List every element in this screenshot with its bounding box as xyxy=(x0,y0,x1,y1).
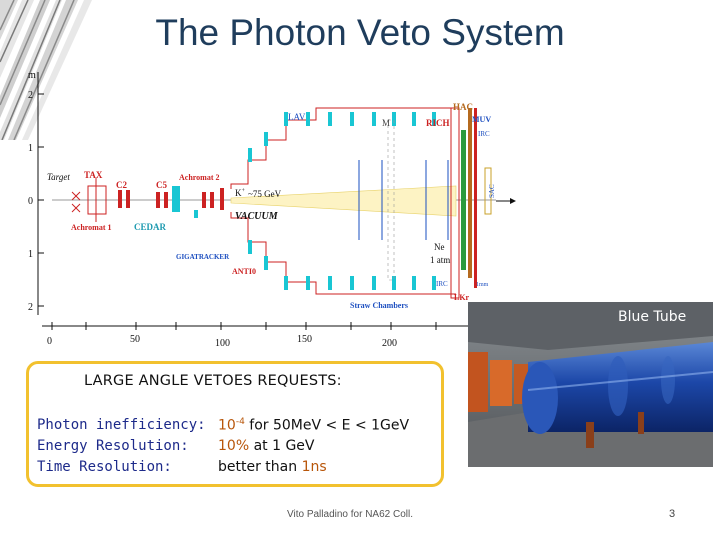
request-value: better than 1ns xyxy=(218,459,327,475)
tax-collimator xyxy=(87,178,107,222)
hac-calorimeter xyxy=(468,108,472,278)
label-achromat1: Achromat 1 xyxy=(71,223,112,232)
label-atm: 1 atm xyxy=(430,255,450,265)
x-tick-label: 50 xyxy=(130,334,140,345)
gigatracker-detector xyxy=(194,210,198,218)
label-c5: C5 xyxy=(156,180,167,190)
beam-envelope xyxy=(230,185,457,217)
request-value: 10-4 for 50MeV < E < 1GeV xyxy=(218,417,410,434)
achromat2-magnets xyxy=(202,188,224,210)
y-tick-label: 1 xyxy=(28,143,33,154)
label-hac: HAC xyxy=(453,102,473,112)
decay-volume-bottom xyxy=(230,212,456,295)
slide-title: The Photon Veto System xyxy=(155,12,565,53)
label-rich: RICH xyxy=(426,118,450,128)
lav-stations-top xyxy=(248,112,436,162)
label-anti0: ANTI0 xyxy=(232,267,256,276)
footer-author: Vito Palladino for NA62 Coll. xyxy=(287,509,413,520)
request-value: 10% at 1 GeV xyxy=(218,438,315,454)
label-irc-lower: IRC xyxy=(436,280,448,288)
tunnel-illustration xyxy=(468,302,713,467)
request-label: Photon inefficiency: xyxy=(37,417,206,433)
label-achromat2: Achromat 2 xyxy=(179,173,220,182)
page-number: 3 xyxy=(668,508,676,520)
label-irc: IRC xyxy=(478,130,490,138)
label-sac: SAC xyxy=(488,184,496,198)
y-tick-label: 2 xyxy=(28,302,33,313)
y-tick-label: 0 xyxy=(28,196,33,207)
decay-volume-top xyxy=(230,107,456,189)
request-label: Energy Resolution: xyxy=(37,438,189,454)
sac-detector xyxy=(484,167,492,215)
label-beam-energy: ~75 GeV xyxy=(248,189,282,199)
lav-requests-box: LARGE ANGLE VETOES REQUESTS: Photon inef… xyxy=(26,361,444,487)
x-tick-label: 100 xyxy=(215,338,230,349)
label-lav: LAV xyxy=(288,112,306,122)
muv-detector xyxy=(474,108,477,288)
na62-layout-diagram: m 2 1 0 1 2 0 50 100 150 200 250 z m xyxy=(28,70,521,349)
label-magnet: M xyxy=(382,118,390,128)
label-muv: MUV xyxy=(472,115,491,124)
y-axis-unit: m xyxy=(28,70,36,81)
label-one-mm: 1mm xyxy=(476,282,489,288)
label-cedar: CEDAR xyxy=(134,222,167,232)
x-tick-label: 150 xyxy=(297,334,312,345)
label-lkr: LKr xyxy=(454,293,470,302)
label-kaon: K+ xyxy=(235,188,246,198)
straw-chambers xyxy=(358,160,449,240)
label-tax: TAX xyxy=(84,170,103,180)
c2-c5-magnets xyxy=(118,190,168,208)
spectrometer-magnet xyxy=(387,119,395,281)
label-target: Target xyxy=(47,172,70,182)
photo-label: Blue Tube xyxy=(618,309,687,325)
lkr-calorimeter xyxy=(461,130,466,270)
x-tick-label: 0 xyxy=(47,336,52,347)
label-vacuum: VACUUM xyxy=(235,211,279,222)
y-tick-label: 2 xyxy=(28,90,33,101)
blue-tube-photo: Blue Tube xyxy=(468,302,713,467)
label-straw-chambers: Straw Chambers xyxy=(350,301,408,310)
lav-stations-bottom xyxy=(248,240,436,290)
corner-decoration xyxy=(0,0,92,140)
request-label: Time Resolution: xyxy=(37,459,172,475)
target-crosses xyxy=(71,191,81,213)
requests-header: LARGE ANGLE VETOES REQUESTS: xyxy=(84,373,342,389)
rich-vessel xyxy=(450,107,460,299)
cedar-detector xyxy=(172,186,180,212)
label-c2: C2 xyxy=(116,180,127,190)
label-gigatracker: GIGATRACKER xyxy=(176,253,230,261)
x-tick-label: 200 xyxy=(382,338,397,349)
label-neon: Ne xyxy=(434,242,445,252)
y-tick-label: 1 xyxy=(28,249,33,260)
y-axis-ticks xyxy=(38,93,44,307)
